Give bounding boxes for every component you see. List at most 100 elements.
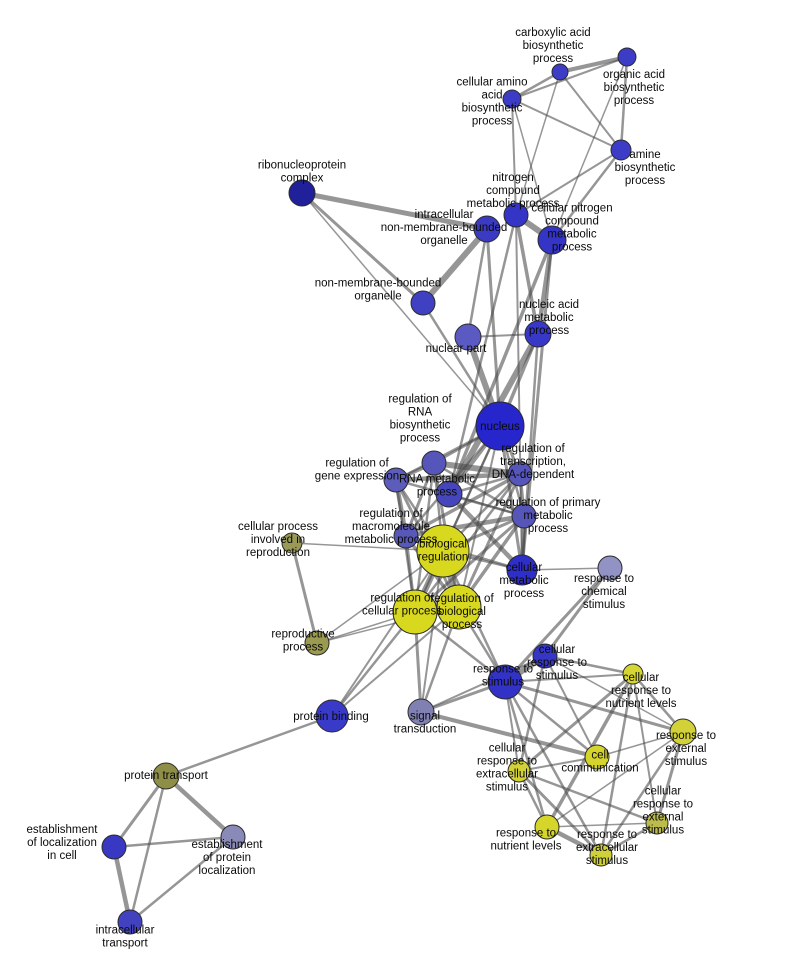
- label-line-ribonucleoprotein-complex-0: ribonucleoprotein: [258, 160, 346, 172]
- node-regulation-of-gene-expression[interactable]: [383, 467, 409, 493]
- node-reproductive-process[interactable]: [304, 630, 330, 656]
- node-regulation-of-macromolecule-metabolic-process[interactable]: [393, 523, 419, 549]
- edge-cellular-response-to-stimulus--cellular-response-to-nutrient-levels: [543, 654, 635, 676]
- edge-cellular-response-to-nutrient-levels--cellular-response-to-extracellular-stimulus: [517, 672, 635, 773]
- edge-regulation-of-rna-biosynthetic-process--regulation-of-transcription-dna-dependent: [431, 460, 523, 477]
- edge-cellular-response-to-stimulus--response-to-chemical-stimulus: [543, 566, 612, 658]
- node-response-to-external-stimulus[interactable]: [669, 718, 697, 746]
- label-line-cellular-metabolic-process-2: process: [504, 588, 545, 600]
- label-line-carboxylic-acid-biosynthetic-process-0: carboxylic acid: [515, 27, 590, 39]
- node-nuclear-part[interactable]: [454, 323, 482, 351]
- edge-intracellular-non-membrane-bounded-organelle--nucleus: [485, 227, 502, 428]
- node-response-to-extracellular-stimulus[interactable]: [589, 843, 613, 867]
- label-line-non-membrane-bounded-organelle-1: organelle: [354, 291, 401, 303]
- edge-carboxylic-acid-biosynthetic-process--nitrogen-compound-metabolic-process: [515, 71, 561, 216]
- label-line-cellular-process-involved-in-reproduction-0: cellular process: [238, 521, 318, 533]
- edge-regulation-of-primary-metabolic-process--regulation-of-cellular-process: [413, 514, 526, 614]
- node-cellular-metabolic-process[interactable]: [506, 554, 538, 586]
- node-nucleus[interactable]: [475, 401, 525, 451]
- edge-amine-biosynthetic-process--cellular-nitrogen-compound-metabolic-process: [550, 148, 623, 242]
- edge-cellular-response-to-stimulus--cell-communication: [544, 655, 598, 758]
- label-line-organic-acid-biosynthetic-process-0: organic acid: [603, 69, 665, 81]
- node-cell-communication[interactable]: [584, 744, 610, 770]
- edge-regulation-of-rna-biosynthetic-process--regulation-of-primary-metabolic-process: [432, 461, 526, 518]
- node-establishment-of-localization-in-cell[interactable]: [101, 834, 127, 860]
- node-response-to-chemical-stimulus[interactable]: [597, 555, 623, 581]
- node-ribonucleoprotein-complex[interactable]: [288, 179, 316, 207]
- label-line-response-to-nutrient-levels-1: nutrient levels: [491, 841, 562, 853]
- edge-cellular-amino-acid-biosynthetic-process--amine-biosynthetic-process: [511, 98, 622, 151]
- node-cellular-process-involved-in-reproduction[interactable]: [281, 532, 303, 554]
- edge-response-to-stimulus--cell-communication: [503, 680, 599, 759]
- label-line-intracellular-transport-1: transport: [102, 938, 148, 950]
- edge-protein-transport--intracellular-transport: [128, 774, 168, 924]
- node-intracellular-non-membrane-bounded-organelle[interactable]: [473, 215, 501, 243]
- node-organic-acid-biosynthetic-process[interactable]: [617, 47, 637, 67]
- label-line-carboxylic-acid-biosynthetic-process-1: biosynthetic: [523, 40, 584, 52]
- node-nitrogen-compound-metabolic-process[interactable]: [503, 202, 529, 228]
- label-line-establishment-of-protein-localization-2: localization: [199, 865, 256, 877]
- edge-amine-biosynthetic-process--nitrogen-compound-metabolic-process: [515, 149, 622, 216]
- node-intracellular-transport[interactable]: [117, 909, 143, 935]
- node-rna-metabolic-process[interactable]: [435, 480, 463, 508]
- edge-nuclear-part--intracellular-non-membrane-bounded-organelle: [466, 227, 489, 339]
- edge-cellular-response-to-stimulus--cellular-response-to-extracellular-stimulus: [517, 654, 547, 773]
- label-line-cellular-amino-acid-biosynthetic-process-3: process: [472, 116, 513, 128]
- node-cellular-response-to-stimulus[interactable]: [532, 643, 558, 669]
- edge-cellular-nitrogen-compound-metabolic-process--rna-metabolic-process: [447, 238, 554, 496]
- node-cellular-response-to-extracellular-stimulus[interactable]: [507, 759, 531, 783]
- edge-cellular-response-to-nutrient-levels--cellular-response-to-external-stimulus: [632, 673, 658, 824]
- edge-cellular-response-to-extracellular-stimulus--cellular-response-to-external-stimulus: [517, 769, 659, 825]
- node-nucleic-acid-metabolic-process[interactable]: [524, 320, 552, 348]
- node-cellular-amino-acid-biosynthetic-process[interactable]: [502, 89, 522, 109]
- edge-intracellular-non-membrane-bounded-organelle--non-membrane-bounded-organelle: [420, 226, 490, 306]
- edge-response-to-external-stimulus--response-to-nutrient-levels: [546, 731, 684, 828]
- edge-response-to-external-stimulus--cellular-response-to-external-stimulus: [655, 730, 685, 825]
- edge-ribonucleoprotein-complex--non-membrane-bounded-organelle: [300, 191, 425, 305]
- node-regulation-of-primary-metabolic-process[interactable]: [511, 503, 537, 529]
- node-response-to-stimulus[interactable]: [487, 664, 523, 700]
- label-line-regulation-of-rna-biosynthetic-process-0: regulation of: [388, 394, 452, 406]
- node-regulation-of-biological-process[interactable]: [436, 584, 482, 630]
- node-establishment-of-protein-localization[interactable]: [220, 824, 246, 850]
- node-cellular-response-to-external-stimulus[interactable]: [645, 811, 669, 835]
- edge-cellular-response-to-stimulus--signal-transduction: [420, 655, 546, 713]
- label-line-amine-biosynthetic-process-1: biosynthetic: [615, 162, 676, 174]
- node-cellular-response-to-nutrient-levels[interactable]: [622, 663, 644, 685]
- node-response-to-nutrient-levels[interactable]: [534, 814, 560, 840]
- node-protein-transport[interactable]: [152, 762, 180, 790]
- node-protein-binding[interactable]: [315, 699, 349, 733]
- edge-carboxylic-acid-biosynthetic-process--organic-acid-biosynthetic-process: [558, 55, 629, 74]
- edge-cellular-amino-acid-biosynthetic-process--cellular-nitrogen-compound-metabolic-process: [511, 98, 553, 241]
- node-regulation-of-transcription-dna-dependent[interactable]: [507, 461, 533, 487]
- label-line-establishment-of-localization-in-cell-0: establishment: [27, 824, 99, 836]
- node-regulation-of-cellular-process[interactable]: [392, 589, 438, 635]
- edge-protein-transport--establishment-of-localization-in-cell: [112, 774, 168, 849]
- edge-response-to-external-stimulus--cell-communication: [596, 731, 684, 758]
- node-biological-regulation[interactable]: [416, 524, 470, 578]
- label-line-organic-acid-biosynthetic-process-2: process: [614, 95, 655, 107]
- edge-regulation-of-transcription-dna-dependent--regulation-of-gene-expression: [393, 471, 523, 483]
- edge-organic-acid-biosynthetic-process--amine-biosynthetic-process: [619, 55, 629, 152]
- label-line-regulation-of-rna-biosynthetic-process-3: process: [400, 433, 441, 445]
- label-line-amine-biosynthetic-process-2: process: [625, 175, 666, 187]
- edge-cell-communication--signal-transduction: [419, 710, 599, 759]
- edge-nucleus--regulation-of-biological-process: [458, 425, 501, 608]
- edge-cellular-response-to-extracellular-stimulus--cell-communication: [518, 756, 598, 772]
- edge-protein-binding--protein-transport: [164, 714, 334, 778]
- edge-response-to-stimulus--response-to-chemical-stimulus: [503, 566, 612, 684]
- edge-cellular-amino-acid-biosynthetic-process--nitrogen-compound-metabolic-process: [511, 98, 517, 216]
- node-cellular-nitrogen-compound-metabolic-process[interactable]: [537, 225, 567, 255]
- edge-establishment-of-localization-in-cell--establishment-of-protein-localization: [112, 835, 235, 849]
- node-signal-transduction[interactable]: [407, 698, 435, 726]
- edge-response-to-stimulus--cellular-response-to-nutrient-levels: [504, 673, 634, 683]
- node-amine-biosynthetic-process[interactable]: [610, 139, 632, 161]
- label-line-cellular-amino-acid-biosynthetic-process-1: acid: [481, 90, 502, 102]
- node-non-membrane-bounded-organelle[interactable]: [410, 290, 436, 316]
- label-line-cellular-response-to-extracellular-stimulus-3: stimulus: [486, 782, 528, 794]
- node-regulation-of-rna-biosynthetic-process[interactable]: [421, 450, 447, 476]
- node-carboxylic-acid-biosynthetic-process[interactable]: [551, 63, 569, 81]
